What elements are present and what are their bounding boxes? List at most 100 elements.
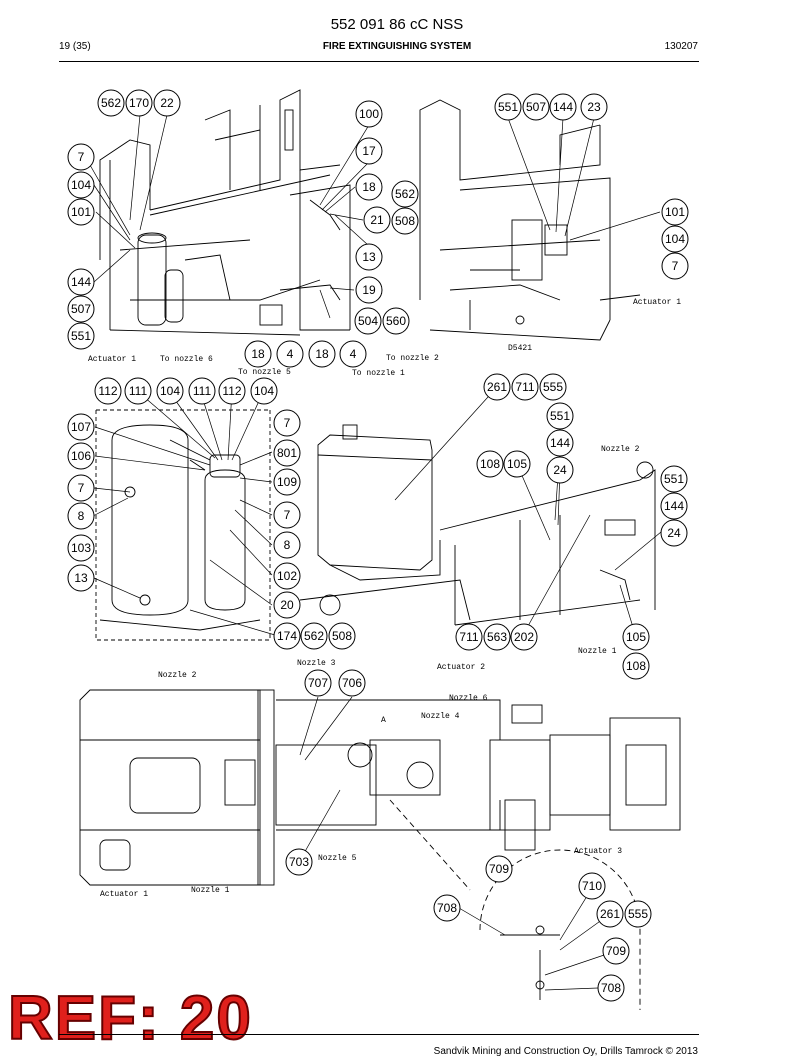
callout-circle	[522, 93, 550, 121]
callout-number: 24	[667, 526, 681, 540]
callout-circle	[455, 623, 483, 651]
callout-number: 508	[332, 629, 352, 643]
callout-circle	[156, 377, 184, 405]
callout-circle	[433, 894, 461, 922]
label-nozzle-1-mid: Nozzle 1	[578, 647, 617, 656]
callout-circle	[494, 93, 522, 121]
callout-number: 111	[129, 384, 148, 398]
label-actuator-1: Actuator 1	[88, 355, 136, 364]
callout-number: 551	[71, 329, 91, 343]
callout-circle	[308, 340, 336, 368]
callout-number: 101	[665, 205, 685, 219]
callout-number: 104	[665, 232, 685, 246]
callout-number: 508	[395, 214, 415, 228]
callout-circle	[67, 502, 95, 530]
callout-circle	[391, 207, 419, 235]
callout-circle	[273, 409, 301, 437]
callout-circle	[580, 93, 608, 121]
callout-circle	[503, 450, 531, 478]
callout-number: 562	[101, 96, 121, 110]
label-nozzle-2-mid: Nozzle 2	[601, 445, 640, 454]
callout-number: 707	[308, 676, 328, 690]
callout-number: 202	[514, 630, 534, 644]
callout-number: 104	[160, 384, 180, 398]
callout-circle	[355, 137, 383, 165]
callout-number: 7	[284, 416, 291, 430]
callout-circle	[622, 652, 650, 680]
reference-badge: REF: 20	[7, 983, 253, 1054]
callout-circle	[483, 373, 511, 401]
callout-circle	[67, 295, 95, 323]
callout-number: 23	[587, 100, 601, 114]
callout-circle	[355, 173, 383, 201]
callout-number: 504	[358, 314, 378, 328]
label-nozzle-5-plan: Nozzle 5	[318, 854, 357, 863]
callout-number: 18	[315, 347, 329, 361]
callout-number: 7	[78, 481, 85, 495]
callout-circle	[188, 377, 216, 405]
callout-circle	[355, 276, 383, 304]
callout-circle	[67, 171, 95, 199]
callout-circle	[273, 468, 301, 496]
callout-circle	[578, 872, 606, 900]
page-number: 19 (35)	[59, 41, 91, 52]
callout-number: 105	[507, 457, 527, 471]
callout-number: 144	[664, 499, 684, 513]
callout-circle	[596, 900, 624, 928]
callout-number: 507	[71, 302, 91, 316]
callout-circle	[546, 429, 574, 457]
callout-circle	[661, 198, 689, 226]
callout-circle	[67, 322, 95, 350]
label-nozzle-1-plan: Nozzle 1	[191, 886, 230, 895]
callout-number: 170	[129, 96, 149, 110]
callout-number: 101	[71, 205, 91, 219]
callout-number: 21	[370, 213, 384, 227]
callout-circle	[622, 623, 650, 651]
callout-number: 107	[71, 420, 91, 434]
label-nozzle-3: Nozzle 3	[297, 659, 336, 668]
label-actuator-3: Actuator 3	[574, 847, 622, 856]
callout-number: 100	[359, 107, 379, 121]
callout-number: 711	[515, 380, 534, 394]
callout-number: 562	[395, 187, 415, 201]
label-mark-a: A	[381, 716, 386, 725]
callout-number: 104	[71, 178, 91, 192]
callout-number: 7	[284, 508, 291, 522]
callout-circle	[273, 591, 301, 619]
footer-copyright: Sandvik Mining and Construction Oy, Dril…	[433, 1046, 698, 1057]
callout-circle	[660, 519, 688, 547]
callout-circle	[285, 848, 313, 876]
callout-circle	[485, 855, 513, 883]
callout-circle	[661, 225, 689, 253]
line-art	[79, 89, 681, 1010]
callout-number: 144	[553, 100, 573, 114]
label-to-nozzle-6: To nozzle 6	[160, 355, 213, 364]
callout-circle	[67, 564, 95, 592]
callout-circle	[510, 623, 538, 651]
label-nozzle-6-plan: Nozzle 6	[449, 694, 488, 703]
label-nozzle-2-plan: Nozzle 2	[158, 671, 197, 680]
label-nozzle-4: Nozzle 4	[421, 712, 460, 721]
callout-number: 4	[350, 347, 357, 361]
callout-number: 20	[280, 598, 294, 612]
callout-number: 709	[606, 944, 626, 958]
callout-circle	[602, 937, 630, 965]
callout-number: 801	[277, 446, 297, 460]
callout-number: 708	[601, 981, 621, 995]
callout-circle	[355, 243, 383, 271]
header-rule	[59, 61, 699, 62]
callout-number: 13	[74, 571, 88, 585]
callout-number: 706	[342, 676, 362, 690]
callout-circle	[660, 465, 688, 493]
callout-number: 111	[193, 384, 212, 398]
callout-circle	[94, 377, 122, 405]
callout-circle	[476, 450, 504, 478]
callout-circle	[273, 531, 301, 559]
callout-number: 709	[489, 862, 509, 876]
callout-circle	[67, 474, 95, 502]
callout-circle	[339, 340, 367, 368]
callout-circle	[67, 198, 95, 226]
callout-circle	[124, 377, 152, 405]
callout-circle	[67, 534, 95, 562]
callout-number: 105	[626, 630, 646, 644]
